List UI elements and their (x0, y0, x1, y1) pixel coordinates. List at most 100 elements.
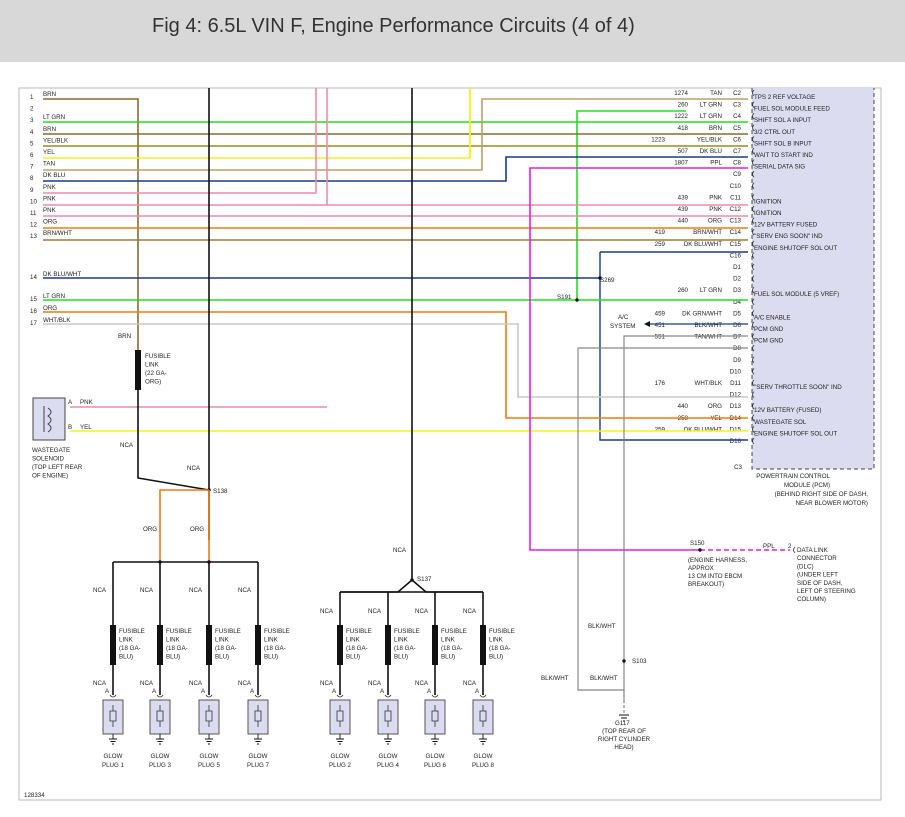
pcm-pin-row (752, 263, 755, 271)
pcm-circuit-number: 260 (678, 287, 689, 294)
figure-header: Fig 4: 6.5L VIN F, Engine Performance Ci… (0, 0, 905, 62)
glow-pin-label: A (427, 688, 432, 695)
ground-icon (336, 734, 344, 745)
pcm-pin-function: TPS 2 REF VOLTAGE (754, 94, 815, 101)
glow-fusible-caption: FUSIBLE (264, 628, 290, 635)
wire-org-s138-left (159, 489, 209, 562)
glow-pin-label: A (380, 688, 385, 695)
dlc-caption: COLUMN) (797, 596, 826, 603)
pcm-pin-label: D15 (730, 426, 742, 433)
splice-s150-caption: 13 CM INTO EBCM (688, 573, 742, 580)
glow-plug-label: PLUG 7 (247, 762, 270, 769)
glow-fusible-caption: LINK (119, 637, 134, 644)
pcm-circuit-number: 1223 (651, 136, 665, 143)
pcm-circuit-number: 1807 (674, 160, 688, 167)
pcm-wire-color: TAN/WHT (694, 334, 722, 341)
ground-icon (619, 714, 629, 722)
pcm-pin-bracket (752, 414, 755, 422)
glow-element-icon (205, 705, 213, 727)
wire-color-label: YEL (80, 424, 92, 431)
nca-label: NCA (187, 465, 201, 472)
nca-label: NCA (368, 608, 382, 615)
nca-label: NCA (238, 587, 252, 594)
ac-system-label: SYSTEM (610, 323, 635, 330)
dlc-caption: (UNDER LEFT (797, 572, 838, 579)
pcm-pin-bracket (752, 217, 755, 224)
glow-plug-label: PLUG 2 (329, 762, 352, 769)
pcm-circuit-number: 439 (678, 206, 689, 213)
nca-label: NCA (238, 680, 252, 687)
wire-number: 10 (30, 198, 37, 205)
pcm-pin-label: D13 (730, 403, 742, 410)
glow-fusible-caption: LINK (166, 637, 181, 644)
wire-color-label: ORG (190, 526, 204, 533)
pcm-pin-label: C2 (733, 90, 741, 97)
pcm-pin-function: ENGINE SHUTOFF SOL OUT (754, 430, 837, 437)
pcm-pin-label: D8 (733, 345, 741, 352)
pcm-pin-row (752, 437, 755, 445)
arrow-icon (644, 321, 650, 327)
pcm-pin-function: "SERV ENG SOON" IND (754, 233, 823, 240)
pcm-pin-row (752, 170, 755, 178)
pcm-pin-row (752, 298, 755, 306)
glow-fusible-caption: (18 GA- (394, 645, 416, 652)
pcm-pin-label: C5 (733, 125, 741, 132)
splice-s150-dot (698, 548, 702, 552)
pcm-pin-row (752, 333, 755, 340)
wire-dk-blu-c7 (43, 156, 748, 182)
main-fusible-caption: LINK (145, 362, 160, 369)
main-fusible-link-icon (135, 350, 141, 390)
pcm-pin-bracket (752, 205, 755, 213)
pcm-circuit-number: 418 (678, 125, 689, 132)
pcm-pin-row (752, 217, 755, 224)
ground-icon (109, 734, 117, 745)
pcm-pin-bracket (752, 391, 755, 398)
pcm-pin-label: D9 (733, 357, 741, 364)
glow-fusible-link-icon (255, 625, 261, 665)
pcm-pin-bracket (752, 124, 755, 132)
connector-bracket-icon (431, 694, 439, 698)
wire-color-label: PNK (43, 207, 57, 214)
connector-bracket-icon (336, 694, 344, 698)
pcm-pin-label: C6 (733, 136, 741, 143)
glow-fusible-caption: (18 GA- (264, 645, 286, 652)
pcm-pin-function: WAIT TO START IND (754, 152, 813, 159)
pcm-body (752, 88, 874, 469)
pcm-pin-row (752, 112, 755, 120)
pcm-pin-row (752, 205, 755, 213)
pcm-pin-row (752, 101, 755, 108)
pcm-caption: MODULE (PCM) (784, 482, 830, 489)
pcm-pin-bracket (752, 310, 755, 317)
pcm-pin-label: C3 (733, 102, 741, 109)
pcm-pin-bracket (752, 170, 755, 178)
pcm-pin-function: SERIAL DATA SIG (754, 164, 805, 171)
pcm-pin-bracket (752, 159, 755, 166)
wastegate-pin-label: B (68, 424, 72, 431)
glow-fusible-link-icon (432, 625, 438, 665)
dlc-caption: SIDE OF DASH, (797, 580, 843, 587)
nca-label: NCA (415, 680, 429, 687)
wire-tan-wht-d7 (577, 347, 748, 691)
splice-s103-label: S103 (632, 658, 647, 665)
wire-number: 13 (30, 233, 37, 240)
pcm-pin-row (752, 368, 755, 375)
wire-wht-blk-d11 (43, 323, 748, 398)
wire-lt-grn-c3 (576, 110, 686, 300)
pcm-circuit-number: 440 (678, 218, 689, 225)
glow-fusible-caption: LINK (346, 637, 361, 644)
pcm-pin-label: D5 (733, 310, 741, 317)
pcm-pin-bracket (752, 402, 755, 410)
pcm-circuit-number: 1274 (674, 90, 688, 97)
pcm-wire-color: ORG (708, 218, 722, 225)
pcm-wire-color: PNK (709, 194, 723, 201)
wire-number: 12 (30, 222, 37, 229)
pcm-pin-row (752, 228, 755, 236)
wire-number: 17 (30, 320, 37, 327)
ground-icon (254, 734, 262, 745)
pcm-pin-label: D11 (730, 380, 741, 387)
wastegate-caption: SOLENOID (32, 456, 65, 463)
nca-label: NCA (140, 587, 154, 594)
pcm-pin-label: C11 (730, 194, 741, 201)
splice-s150-label: S150 (690, 540, 705, 547)
